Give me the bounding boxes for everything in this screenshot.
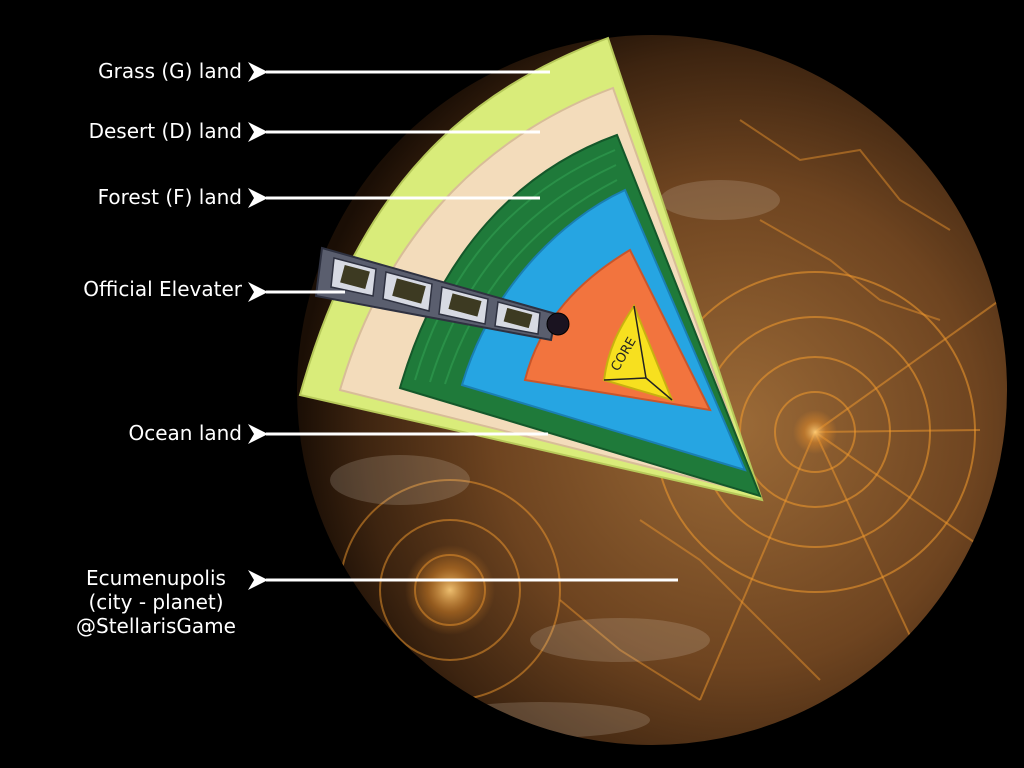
cutaway-wedge: CORE <box>298 36 764 502</box>
label-arrows <box>248 62 678 590</box>
official-elevater-label: Official Elevater <box>83 277 242 301</box>
ecumenopolis-title: Ecumenupolis <box>86 566 226 590</box>
mantle-layer <box>523 248 712 412</box>
core-lines <box>603 305 673 401</box>
ecumenopolis-label: Ecumenupolis (city - planet) @StellarisG… <box>56 566 256 638</box>
elevator-endpoint <box>546 312 570 336</box>
forest-texture <box>414 149 618 385</box>
ecumenopolis-subtitle: (city - planet) <box>88 590 224 614</box>
ecumenopolis-credit: @StellarisGame <box>76 614 236 638</box>
city-lights <box>330 119 1001 738</box>
forest-land-label: Forest (F) land <box>97 185 242 209</box>
ocean-land-label: Ocean land <box>128 421 242 445</box>
elevator-window-marks <box>340 264 533 329</box>
official-elevator <box>314 246 570 342</box>
grass-land-label: Grass (G) land <box>98 59 242 83</box>
desert-land-label: Desert (D) land <box>88 119 242 143</box>
